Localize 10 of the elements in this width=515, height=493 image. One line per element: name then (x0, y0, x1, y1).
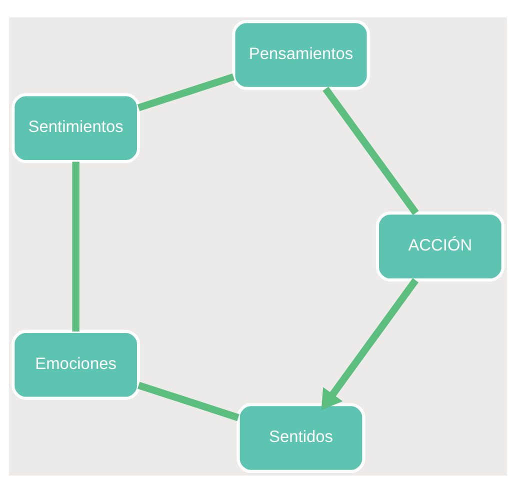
arrow (320, 278, 418, 410)
connector (137, 382, 239, 422)
node-box: Sentimientos (11, 93, 140, 164)
node-box: Pensamientos (232, 20, 370, 90)
connector (136, 73, 234, 112)
node-box: Sentidos (236, 403, 365, 473)
node-box: Emociones (11, 330, 140, 400)
connector (72, 162, 79, 332)
connector (322, 86, 418, 216)
node-box: ACCIÓN (375, 212, 504, 282)
